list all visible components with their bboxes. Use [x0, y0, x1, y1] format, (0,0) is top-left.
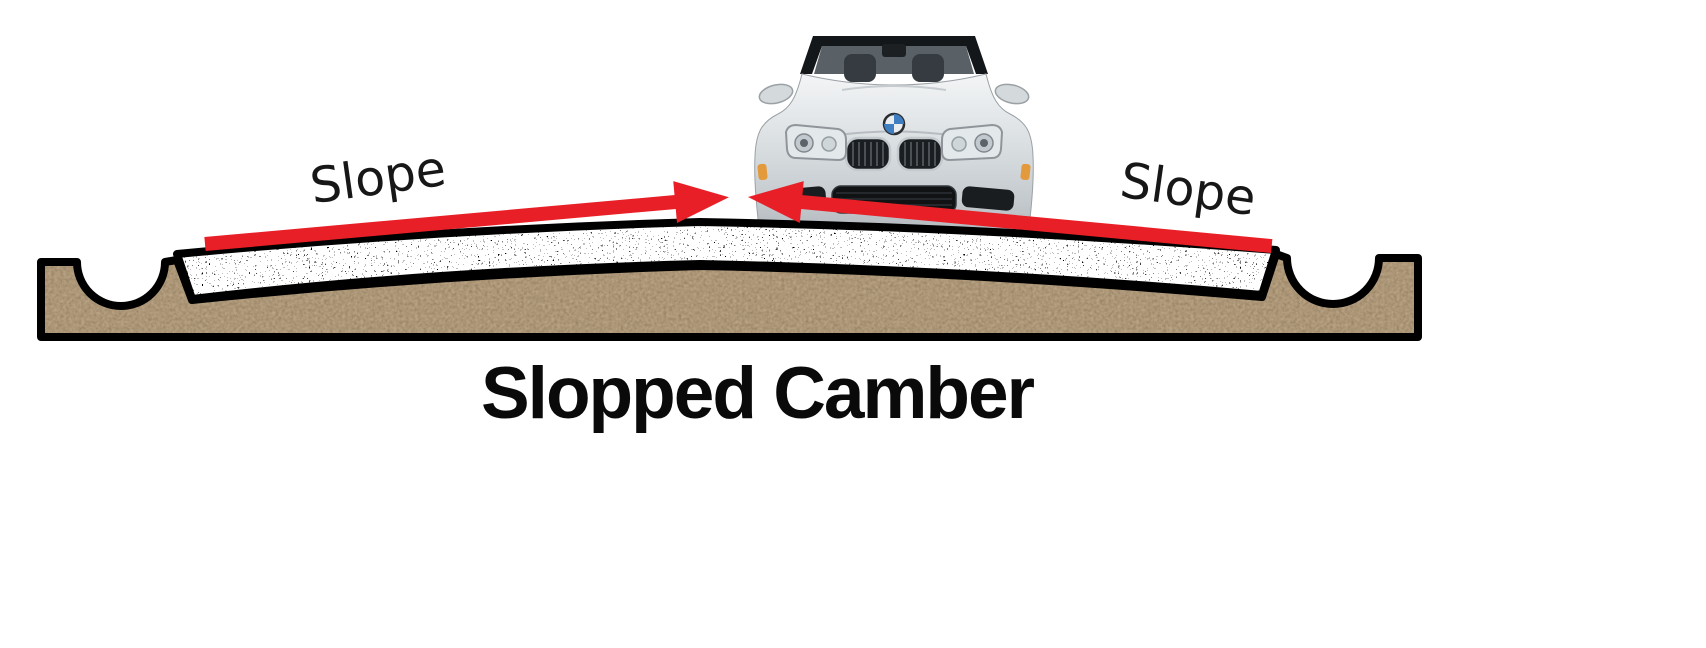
car-windshield-frame	[800, 36, 988, 74]
slope-label-left: Slope	[307, 140, 450, 215]
car-reflector-right	[1020, 163, 1031, 181]
slope-arrow-right-head	[748, 181, 804, 223]
slope-arrow-left	[204, 181, 729, 251]
car-headrest-right	[912, 54, 944, 82]
car-headlight-left	[785, 124, 847, 161]
slope-arrow-left-shaft	[204, 194, 682, 251]
car-brand-roundel	[882, 112, 906, 136]
car-kidney-grille-left	[844, 136, 892, 172]
car-kidney-grille-right	[896, 136, 944, 172]
car-reflector-left	[757, 163, 768, 181]
car-side-mirror-right	[992, 80, 1032, 108]
car-headrest-left	[844, 54, 876, 82]
pavement-outline	[173, 218, 1280, 303]
slope-arrow-left-head	[673, 181, 729, 223]
car-side-mirror-left	[756, 80, 796, 108]
car-cowl-line	[841, 85, 947, 91]
car-rearview-mirror	[882, 44, 906, 57]
car-headlight-right	[941, 124, 1003, 161]
diagram-title: Slopped Camber	[480, 353, 1035, 434]
slope-arrow-right-shaft	[797, 194, 1273, 254]
slope-label-right: Slope	[1117, 152, 1260, 227]
slope-arrow-right	[748, 181, 1273, 254]
